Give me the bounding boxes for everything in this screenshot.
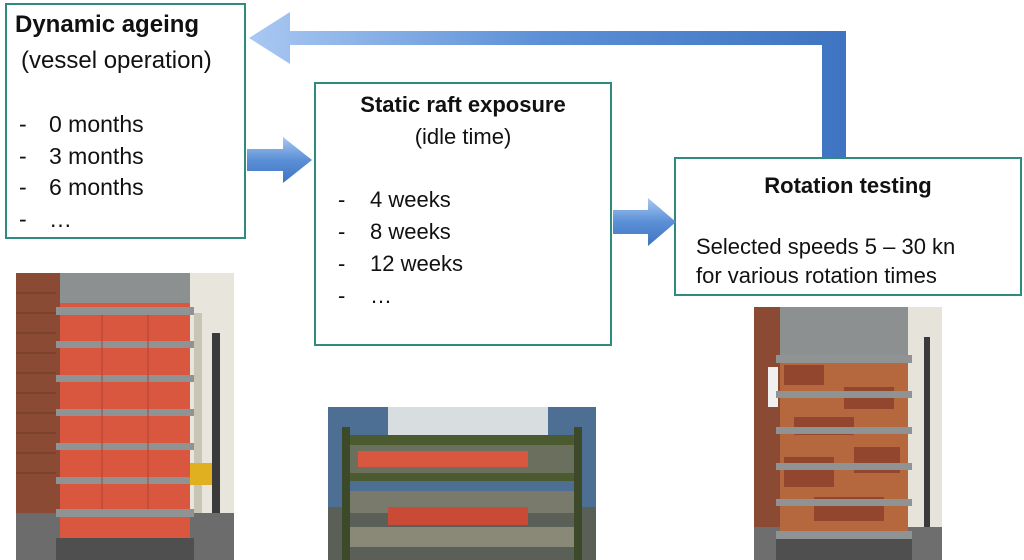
list-item: -3 months bbox=[19, 142, 144, 169]
list-item: -… bbox=[338, 283, 392, 308]
arrow-loop-back bbox=[249, 12, 846, 157]
list-item: -12 weeks bbox=[338, 251, 463, 276]
list-item: -0 months bbox=[19, 111, 144, 137]
rotation-testing-line-1: Selected speeds 5 – 30 kn bbox=[696, 234, 956, 259]
photo-dynamic-ageing-cylinder bbox=[16, 273, 234, 560]
arrow-static-to-rotation bbox=[613, 198, 676, 246]
rotation-testing-description: Selected speeds 5 – 30 kn for various ro… bbox=[696, 232, 955, 290]
arrow-dynamic-to-static bbox=[247, 137, 312, 183]
dynamic-ageing-title: Dynamic ageing bbox=[15, 11, 200, 38]
dynamic-ageing-subtitle: (vessel operation) bbox=[21, 47, 212, 74]
static-raft-title: Static raft exposure bbox=[360, 92, 566, 117]
rotation-testing-line-2: for various rotation times bbox=[696, 263, 937, 288]
static-raft-list: -4 weeks -8 weeks -12 weeks -… bbox=[338, 184, 598, 312]
photo-rotation-tested-cylinder bbox=[754, 307, 942, 560]
list-item: -4 weeks bbox=[338, 187, 451, 212]
rotation-testing-box: Rotation testing Selected speeds 5 – 30 … bbox=[674, 157, 1022, 296]
rotation-testing-title: Rotation testing bbox=[764, 173, 932, 198]
list-item: -6 months bbox=[19, 174, 144, 200]
static-raft-subtitle: (idle time) bbox=[414, 124, 512, 149]
static-raft-box: Static raft exposure (idle time) -4 week… bbox=[314, 82, 612, 346]
list-item: -8 weeks bbox=[338, 219, 451, 244]
dynamic-ageing-box: Dynamic ageing (vessel operation) -0 mon… bbox=[5, 3, 246, 239]
list-item: -… bbox=[19, 205, 72, 232]
photo-static-raft bbox=[328, 407, 596, 560]
dynamic-ageing-list: -0 months -3 months -6 months -… bbox=[19, 109, 239, 235]
